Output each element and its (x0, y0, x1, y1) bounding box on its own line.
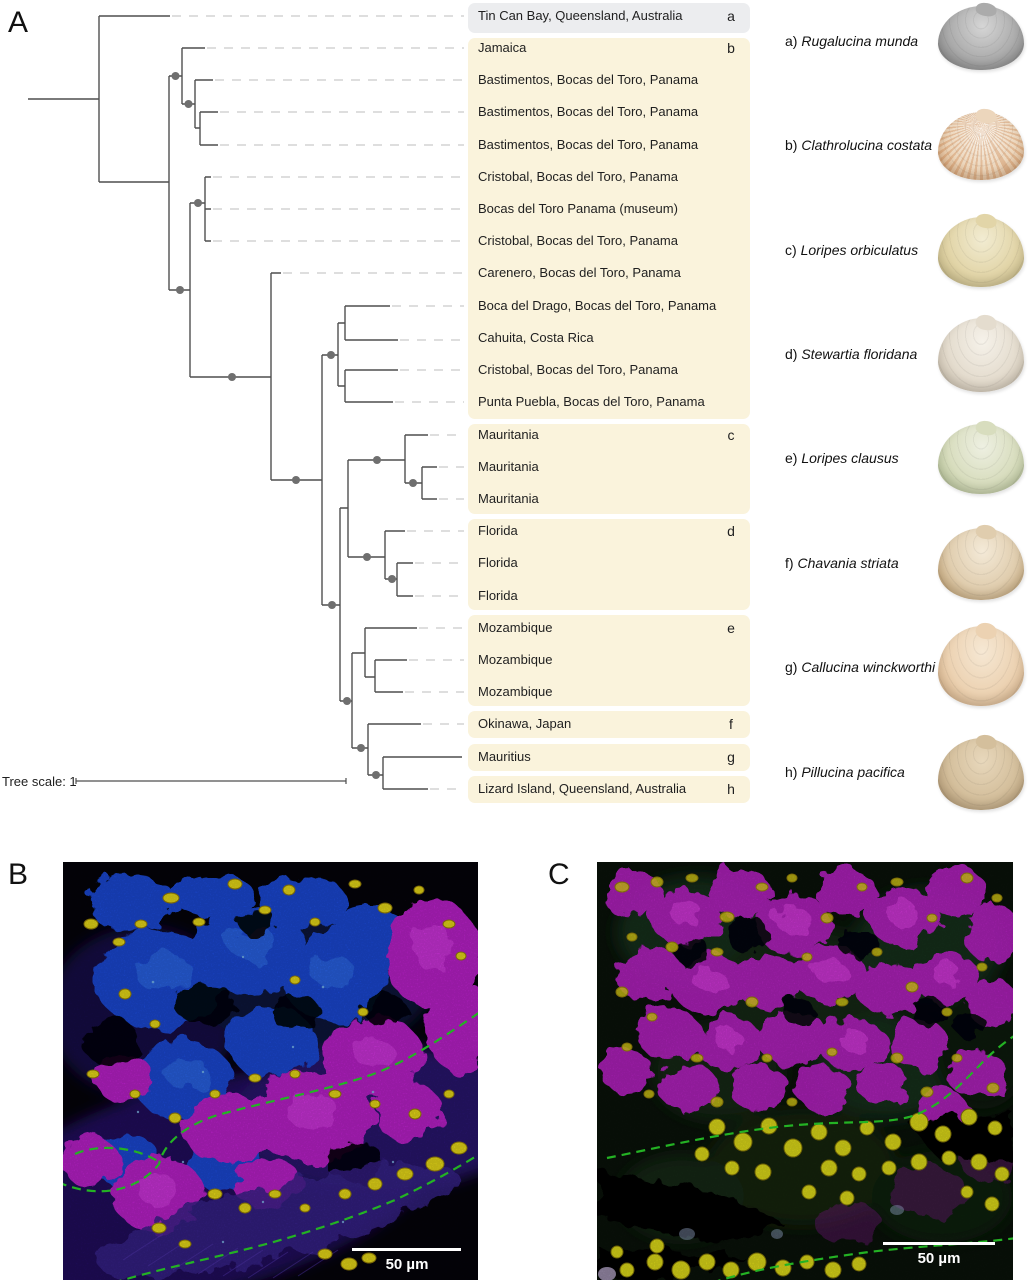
shell-photo-a (938, 6, 1024, 70)
tip-label: Carenero, Bocas del Toro, Panama (478, 265, 681, 280)
group-letter-g: g (727, 749, 735, 765)
taxa-box-d (468, 519, 750, 610)
tree-scale-bar (75, 778, 347, 784)
shell-photo-b (938, 112, 1024, 180)
group-letter-b: b (727, 40, 735, 56)
taxa-box-a (468, 3, 750, 33)
species-name: Loripes orbiculatus (800, 242, 919, 258)
tip-label: Bastimentos, Bocas del Toro, Panama (478, 72, 699, 87)
group-letter-f: f (729, 716, 733, 732)
tip-label: Florida (478, 555, 518, 570)
species-entry-d: d) Stewartia floridana (785, 345, 917, 363)
species-name: Pillucina pacifica (801, 764, 905, 780)
shell-photo-c (938, 217, 1024, 287)
tip-label: Lizard Island, Queensland, Australia (478, 781, 687, 796)
tip-label: Okinawa, Japan (478, 716, 572, 731)
shell-photo-e (938, 424, 1024, 494)
shell-photo-f (938, 528, 1024, 600)
group-letter-c: c (727, 427, 735, 443)
taxa-box-c (468, 424, 750, 514)
panel-c-label: C (548, 858, 570, 891)
taxa-box-f (468, 711, 750, 738)
species-entry-g: g) Callucina winckworthi (785, 658, 935, 676)
species-key: h) (785, 764, 798, 780)
taxa-box-h (468, 776, 750, 803)
confocal-micrograph-b: 50 µm (63, 862, 478, 1280)
taxa-box-e (468, 615, 750, 706)
tip-label: Punta Puebla, Bocas del Toro, Panama (478, 394, 705, 409)
species-key: b) (785, 137, 798, 153)
tip-label: Mauritius (478, 749, 531, 764)
scale-bar-label-b: 50 µm (386, 1256, 429, 1273)
tip-label: Mozambique (478, 652, 553, 667)
scale-bar-b (352, 1248, 461, 1251)
tip-dash-lines (172, 15, 464, 790)
tip-label: Bastimentos, Bocas del Toro, Panama (478, 104, 699, 119)
scale-bar-label-c: 50 µm (918, 1250, 961, 1267)
species-entry-e: e) Loripes clausus (785, 449, 899, 467)
species-entry-b: b) Clathrolucina costata (785, 136, 932, 154)
tip-label: Cristobal, Bocas del Toro, Panama (478, 362, 678, 377)
species-key: g) (785, 659, 798, 675)
tree-scale-label: Tree scale: 1 (2, 774, 77, 789)
group-letter-e: e (727, 620, 735, 636)
species-key: e) (785, 450, 798, 466)
tip-label: Jamaica (478, 40, 527, 55)
image-noise-c (597, 862, 1013, 1280)
tip-label: Bocas del Toro Panama (museum) (478, 201, 678, 216)
species-key: a) (785, 33, 798, 49)
species-name: Clathrolucina costata (801, 137, 933, 153)
taxa-box-g (468, 744, 750, 771)
panel-a-label: A (8, 6, 29, 39)
species-name: Loripes clausus (801, 450, 899, 466)
species-entry-f: f) Chavania striata (785, 554, 899, 572)
tip-label: Tin Can Bay, Queensland, Australia (478, 8, 683, 23)
species-entry-a: a) Rugalucina munda (785, 32, 918, 50)
species-entry-h: h) Pillucina pacifica (785, 763, 905, 781)
image-noise (63, 862, 478, 1280)
node-support-dots (171, 72, 417, 779)
tip-label: Mozambique (478, 620, 553, 635)
species-name: Rugalucina munda (801, 33, 919, 49)
species-key: c) (785, 242, 797, 258)
tip-label: Cristobal, Bocas del Toro, Panama (478, 169, 678, 184)
species-key: f) (785, 555, 794, 571)
species-name: Callucina winckworthi (801, 659, 936, 675)
shell-photo-g (938, 626, 1024, 706)
taxa-box-b (468, 38, 750, 419)
tip-label: Mauritania (478, 459, 539, 474)
shell-photo-d (938, 318, 1024, 392)
species-key: d) (785, 346, 798, 362)
tip-label: Florida (478, 588, 518, 603)
species-entry-c: c) Loripes orbiculatus (785, 241, 918, 259)
species-name: Chavania striata (797, 555, 899, 571)
tip-label: Boca del Drago, Bocas del Toro, Panama (478, 298, 717, 313)
tip-label: Mozambique (478, 684, 553, 699)
group-letter-d: d (727, 523, 735, 539)
group-letter-a: a (727, 8, 735, 24)
panel-b-label: B (8, 858, 29, 891)
shell-photo-h (938, 738, 1024, 810)
phylogenetic-tree: Tree scale: 1 (2, 15, 464, 790)
tip-label: Mauritania (478, 491, 539, 506)
species-name: Stewartia floridana (801, 346, 918, 362)
tip-label: Bastimentos, Bocas del Toro, Panama (478, 137, 699, 152)
confocal-micrograph-c: 50 µm (597, 862, 1013, 1280)
tip-label: Cahuita, Costa Rica (478, 330, 594, 345)
scale-bar-c (883, 1242, 995, 1245)
group-letter-h: h (727, 781, 735, 797)
tip-label: Mauritania (478, 427, 539, 442)
tip-label: Cristobal, Bocas del Toro, Panama (478, 233, 678, 248)
tip-label: Florida (478, 523, 518, 538)
